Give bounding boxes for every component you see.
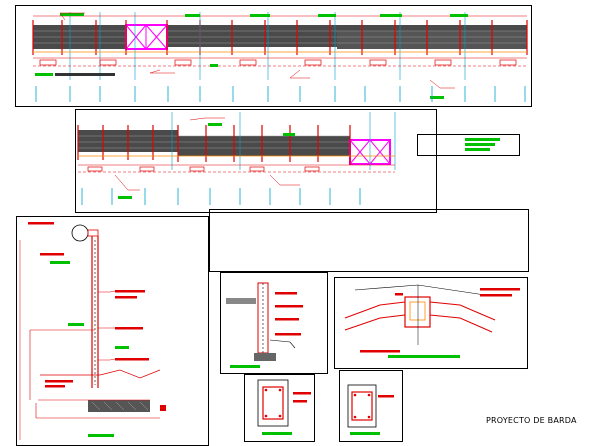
wall-section-detail bbox=[19, 222, 166, 440]
notes-frame-small bbox=[417, 134, 520, 156]
corner-plan-frame bbox=[334, 277, 528, 369]
column-section-a bbox=[257, 379, 311, 435]
middle-elevation bbox=[77, 112, 396, 205]
empty-notes-frame bbox=[209, 209, 529, 272]
elevation-middle-frame bbox=[75, 109, 437, 213]
drawing-title: PROYECTO DE BARDA bbox=[486, 416, 577, 425]
column-section-frame-a bbox=[244, 374, 315, 442]
column-section-b bbox=[347, 384, 394, 435]
top-elevation bbox=[32, 12, 528, 102]
column-section-frame-b bbox=[339, 370, 403, 442]
column-detail-frame bbox=[220, 272, 328, 374]
corner-plan-detail bbox=[344, 284, 520, 358]
elevation-top-frame bbox=[15, 5, 532, 107]
notes-small-content bbox=[465, 138, 500, 151]
column-elevation-detail bbox=[226, 282, 303, 368]
